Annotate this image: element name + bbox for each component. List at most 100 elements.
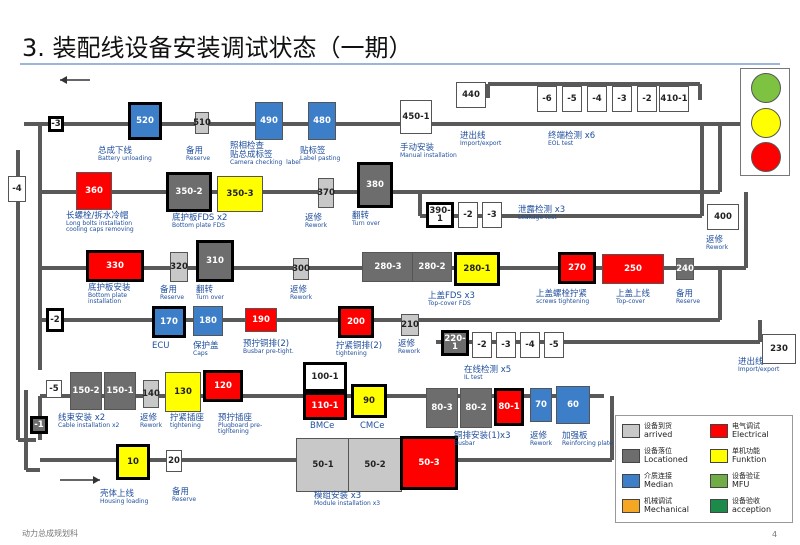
- station-label-en: Leakage test: [518, 213, 557, 221]
- station-label-cn: 保护盖: [193, 341, 219, 351]
- station-box-80-1: 80-1: [494, 388, 524, 426]
- station-box-140: 140: [142, 380, 160, 408]
- traffic-light: [740, 68, 790, 176]
- legend-en: MFU: [732, 479, 750, 489]
- station-label-en: Rework: [706, 243, 729, 251]
- station-box-210: 210: [401, 314, 419, 336]
- station-label-cn: 照相检查 贴总成标签: [230, 141, 273, 160]
- station-label-en: Busbar: [454, 439, 475, 447]
- station-label-en: Rework: [530, 439, 553, 447]
- flow-arrowhead: [60, 76, 67, 84]
- station-label-en: Long bolts installation cooling caps rem…: [66, 219, 134, 234]
- station-box--6: -6: [537, 86, 557, 112]
- station-box--5a: -5: [562, 86, 582, 112]
- station-box-280-2: 280-2: [412, 252, 452, 282]
- station-label-cn: 返修: [398, 339, 416, 349]
- station-label-en: Turn over: [196, 293, 225, 301]
- legend-en: Mechanical: [644, 504, 690, 514]
- station-label-en: Top-cover FDS: [428, 299, 471, 307]
- legend-en: Funktion: [732, 454, 767, 464]
- legend-cn: 介质连接: [644, 472, 672, 480]
- station-box-520: 520: [128, 102, 162, 140]
- station-box-20: 20: [166, 450, 182, 472]
- legend-en: acception: [732, 504, 772, 514]
- station-label-cn: 翻转: [352, 211, 370, 221]
- station-box-510: 510: [193, 112, 211, 134]
- station-label-cn: 上盖上线: [616, 289, 651, 299]
- station-box-310: 310: [196, 240, 234, 282]
- station-box-320: 320: [170, 252, 188, 282]
- station-box-170: 170: [152, 306, 186, 338]
- station-label-cn: 进出线: [738, 357, 764, 367]
- station-label-en: Bottom plate FDS: [172, 221, 225, 229]
- station-label-en: Reinforcing plate: [562, 439, 613, 447]
- station-box-150-1: 150-1: [104, 372, 136, 410]
- station-box-350-2: 350-2: [166, 172, 212, 212]
- station-label-cn: 泄露检测 x3: [518, 205, 566, 215]
- legend-cn: 设备落位: [644, 447, 672, 455]
- station-label-cn: 底护板FDS x2: [172, 213, 228, 223]
- station-label-cn: 翻转: [196, 285, 214, 295]
- station-box-50-3: 50-3: [400, 436, 458, 490]
- station-box-200: 200: [338, 306, 374, 338]
- station-label-cn: 模组安装 x3: [314, 491, 362, 501]
- station-label-en: Reserve: [676, 297, 701, 305]
- station-label-cn: 备用: [172, 487, 190, 497]
- station-box--2a: -2: [637, 86, 657, 112]
- station-label-cn: 拧紧插座: [170, 413, 205, 423]
- station-box-60: 60: [556, 386, 590, 424]
- legend-swatch-funktion: [710, 449, 728, 463]
- station-box-390-1: 390-1: [426, 202, 454, 228]
- station-label-cn: 进出线: [460, 131, 486, 141]
- legend-cn: 机械调试: [644, 497, 672, 505]
- station-label-cn: 壳体上线: [100, 489, 135, 499]
- station-label: CMCe: [360, 422, 384, 431]
- station-box-100-1: 100-1: [303, 362, 347, 392]
- station-box-90: 90: [351, 384, 387, 418]
- station-box-50-2: 50-2: [348, 438, 402, 492]
- station-label-cn: 长螺栓/拆水冷帽: [66, 211, 129, 221]
- station-label-cn: 拧紧铜排(2): [336, 341, 383, 351]
- station-box-110-1: 110-1: [303, 392, 347, 420]
- station-label-en: Reserve: [172, 495, 197, 503]
- station-label: ECU: [152, 342, 170, 351]
- legend-swatch-locationed: [622, 449, 640, 463]
- station-box--4: -4: [8, 176, 26, 202]
- station-box-480: 480: [308, 102, 336, 140]
- station-label-en: Battery unloading: [98, 154, 152, 162]
- legend-swatch-acception: [710, 499, 728, 513]
- station-box--3a: -3: [612, 86, 632, 112]
- station-label-cn: 总成下线: [98, 146, 133, 156]
- red-lamp: [751, 142, 781, 172]
- station-label-en: Rework: [290, 293, 313, 301]
- station-label-en: Busbar pre-tight.: [243, 347, 294, 355]
- station-label-en: Housing loading: [100, 497, 149, 505]
- station-box--2: -2: [46, 308, 64, 332]
- station-box--3b: -3: [482, 202, 502, 228]
- station-box-10: 10: [116, 444, 150, 480]
- legend-en: arrived: [644, 429, 673, 439]
- station-box-80-2: 80-2: [460, 388, 492, 428]
- station-label-en: Bottom plate installation: [88, 291, 128, 306]
